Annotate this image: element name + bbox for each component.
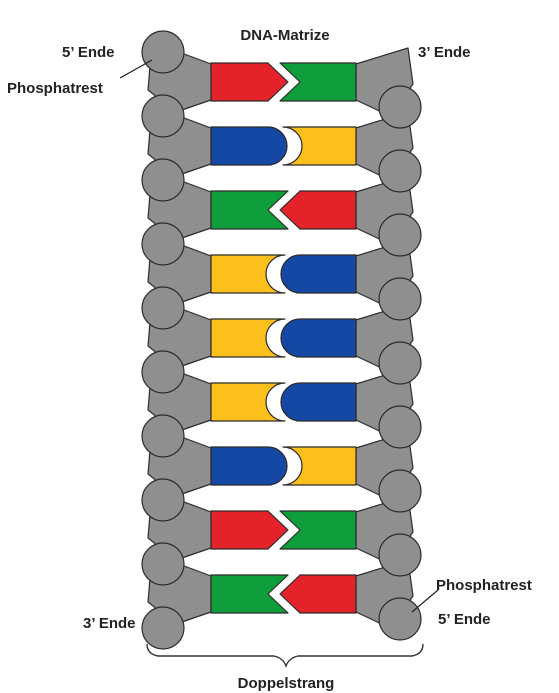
left-phosphate-10 — [142, 607, 184, 649]
left-phosphate-4 — [142, 223, 184, 265]
right-base-thymine-1 — [280, 63, 356, 101]
bottom-phosphate-label: Phosphatrest — [436, 577, 532, 594]
right-base-adenine-3 — [280, 191, 356, 229]
left-base-guanine-2 — [211, 127, 287, 165]
left-base-thymine-9 — [211, 575, 288, 613]
top-phosphate-label: Phosphatrest — [7, 80, 103, 97]
left-base-adenine-8 — [211, 511, 288, 549]
left-phosphate-8 — [142, 479, 184, 521]
right-base-cytosine-2 — [283, 127, 356, 165]
left-phosphate-3 — [142, 159, 184, 201]
left-base-cytosine-6 — [211, 383, 285, 421]
right-base-guanine-5 — [281, 319, 356, 357]
right-base-guanine-4 — [281, 255, 356, 293]
left-phosphate-6 — [142, 351, 184, 393]
left-base-cytosine-5 — [211, 319, 285, 357]
left-phosphate-7 — [142, 415, 184, 457]
bottom-phosphate-leader — [412, 590, 438, 612]
right-phosphate-8 — [379, 534, 421, 576]
right-phosphate-7 — [379, 470, 421, 512]
top-phosphate-leader — [120, 60, 152, 78]
bottom-right-end-label: 5’ Ende — [438, 611, 491, 628]
right-phosphate-3 — [379, 214, 421, 256]
right-phosphate-5 — [379, 342, 421, 384]
top-right-end-label: 3’ Ende — [418, 44, 471, 61]
left-base-cytosine-4 — [211, 255, 285, 293]
left-phosphate-9 — [142, 543, 184, 585]
left-base-guanine-7 — [211, 447, 287, 485]
right-phosphate-6 — [379, 406, 421, 448]
right-base-adenine-9 — [280, 575, 356, 613]
left-phosphate-5 — [142, 287, 184, 329]
bottom-left-end-label: 3’ Ende — [83, 615, 136, 632]
bottom-brace — [147, 644, 423, 666]
bottom-title: Doppelstrang — [238, 675, 335, 692]
right-phosphate-1 — [379, 86, 421, 128]
right-base-guanine-6 — [281, 383, 356, 421]
right-phosphate-4 — [379, 278, 421, 320]
top-title: DNA-Matrize — [240, 27, 329, 44]
left-base-thymine-3 — [211, 191, 288, 229]
right-phosphate-9 — [379, 598, 421, 640]
right-phosphate-2 — [379, 150, 421, 192]
top-left-end-label: 5’ Ende — [62, 44, 115, 61]
right-base-thymine-8 — [280, 511, 356, 549]
left-phosphate-2 — [142, 95, 184, 137]
right-base-cytosine-7 — [283, 447, 356, 485]
left-base-adenine-1 — [211, 63, 288, 101]
left-phosphate-1 — [142, 31, 184, 73]
strands-layer — [142, 31, 421, 649]
